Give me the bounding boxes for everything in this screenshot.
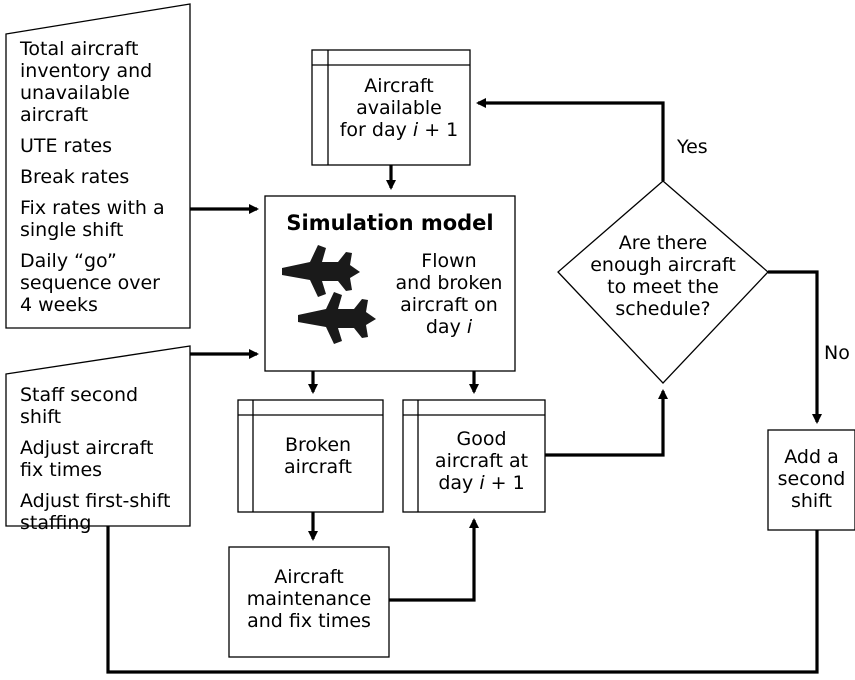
adjustment-item-first-shift: Adjust first-shift staffing (20, 490, 190, 534)
good-aircraft-text: Good aircraft at day i + 1 (418, 428, 545, 494)
aircraft-available-text: Aircraft available for day i + 1 (328, 75, 470, 141)
inputs-text: Total aircraft inventory and unavailable… (20, 38, 185, 316)
connectors (106, 98, 822, 674)
input-line: single shift (20, 219, 124, 241)
input-item-go-sequence: Daily “go” sequence over 4 weeks (20, 250, 185, 316)
available-day-var: i (412, 119, 419, 141)
adjustment-line: Adjust aircraft (20, 437, 154, 459)
adjustment-line: Adjust first-shift (20, 490, 171, 512)
no-label: No (824, 342, 850, 364)
good-line: Good (456, 428, 507, 450)
second-shift-box (767, 429, 855, 531)
second-shift-text: Add a second shift (768, 446, 855, 512)
maintenance-line: and fix times (247, 610, 371, 632)
simulation-text: Flown and broken aircraft on day i (388, 250, 510, 338)
second-shift-line: Add a (784, 446, 839, 468)
good-day-suffix: + 1 (484, 472, 525, 494)
simulation-model-box (264, 195, 516, 372)
simulation-day-var: i (466, 316, 473, 338)
broken-line: aircraft (283, 456, 353, 478)
available-line-day: for day i + 1 (328, 119, 470, 141)
decision-line: Are there (618, 232, 708, 254)
maintenance-line: Aircraft (274, 566, 344, 588)
yes-label: Yes (677, 136, 708, 158)
second-shift-line: second (777, 468, 846, 490)
input-line: sequence over (20, 272, 160, 294)
adjustments-box (5, 345, 191, 527)
adjustment-item-staff: Staff second shift (20, 384, 190, 428)
available-day-prefix: for day (339, 119, 413, 141)
input-line: Break rates (20, 166, 130, 188)
good-line: aircraft at (434, 450, 529, 472)
broken-line: Broken (284, 434, 352, 456)
simulation-line: Flown (421, 250, 477, 272)
broken-aircraft-text: Broken aircraft (253, 434, 383, 478)
simulation-title: Simulation model (286, 211, 494, 235)
input-item-inventory: Total aircraft inventory and unavailable… (20, 38, 185, 126)
maintenance-line: maintenance (246, 588, 372, 610)
simulation-line: aircraft on (400, 294, 498, 316)
maintenance-box (228, 546, 390, 658)
input-line: unavailable (20, 82, 130, 104)
decision-line: to meet the (607, 276, 719, 298)
decision-line: schedule? (615, 298, 711, 320)
broken-aircraft-box (237, 399, 384, 513)
good-day-prefix: day (438, 472, 480, 494)
inputs-box (5, 3, 191, 329)
adjustment-item-fix-times: Adjust aircraft fix times (20, 437, 190, 481)
input-item-ute-rates: UTE rates (20, 135, 185, 157)
input-line: aircraft (20, 104, 89, 126)
available-line: available (356, 97, 442, 119)
decision-line: enough aircraft (590, 254, 736, 276)
good-day-var: i (479, 472, 485, 494)
input-line: 4 weeks (20, 294, 98, 316)
aircraft-available-box (311, 49, 471, 166)
decision-diamond (557, 180, 769, 384)
adjustment-line: staffing (20, 512, 92, 534)
fighter-jet-icon (282, 245, 376, 344)
second-shift-line: shift (790, 490, 833, 512)
adjustment-line: Staff second (20, 384, 139, 406)
decision-text: Are there enough aircraft to meet the sc… (573, 232, 753, 320)
input-line: Daily “go” (20, 250, 117, 272)
adjustment-line: shift (20, 406, 62, 428)
available-line: Aircraft (364, 75, 434, 97)
adjustment-line: fix times (20, 459, 103, 481)
input-line: Total aircraft (20, 38, 139, 60)
input-line: Fix rates with a (20, 197, 165, 219)
simulation-line-day: day i (388, 316, 510, 338)
input-item-break-rates: Break rates (20, 166, 185, 188)
good-aircraft-box (402, 399, 546, 513)
input-line: inventory and (20, 60, 153, 82)
simulation-line: and broken (395, 272, 503, 294)
input-item-fix-rates: Fix rates with a single shift (20, 197, 185, 241)
input-line: UTE rates (20, 135, 113, 157)
maintenance-text: Aircraft maintenance and fix times (229, 566, 389, 632)
simulation-day-prefix: day (425, 316, 467, 338)
adjustments-text: Staff second shift Adjust aircraft fix t… (20, 384, 190, 534)
good-line-day: day i + 1 (418, 472, 545, 494)
available-day-suffix: + 1 (418, 119, 459, 141)
